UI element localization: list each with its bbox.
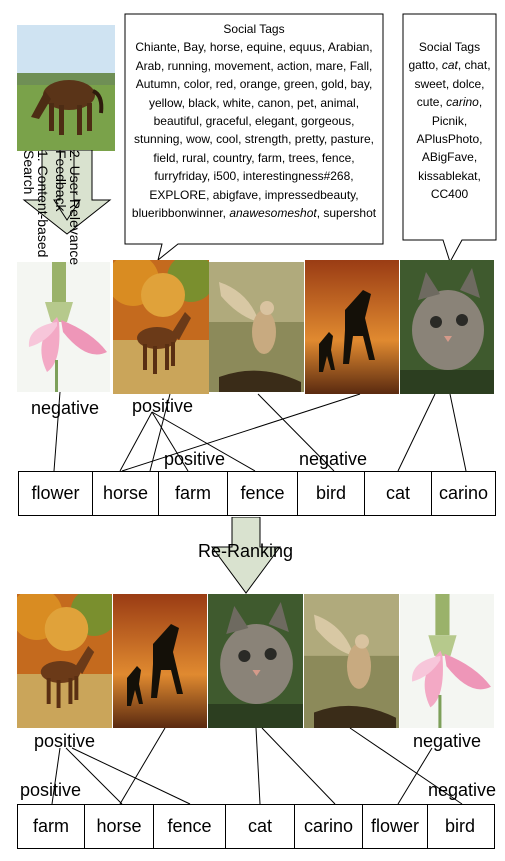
- tr-segment: carino: [446, 95, 479, 109]
- bottom-row-horse-autumn-image: [17, 594, 112, 728]
- tl-segment: anawesomeshot: [229, 206, 316, 220]
- tl-segment: , supershot: [317, 206, 376, 220]
- bottom-keyword-row: farm horse fence cat carino flower bird: [17, 804, 495, 849]
- bottom-row-kitten-image: [208, 594, 303, 728]
- top-keyword-row: flower horse farm fence bird cat carino: [18, 471, 496, 516]
- bottom-row-hawk-image: [304, 594, 399, 728]
- bottom-feedback-positive-farm: positive: [20, 780, 81, 801]
- arrow-label-content-search: 1. Content-based Search: [22, 150, 50, 270]
- top-keyword-carino[interactable]: carino: [432, 472, 495, 515]
- top-row-flower-image: [17, 262, 110, 392]
- top-left-tag-list: Chiante, Bay, horse, equine, equus, Arab…: [132, 40, 376, 220]
- top-right-tag-list: gatto, cat, chat, sweet, dolce, cute, ca…: [408, 58, 490, 201]
- top-feedback-negative-flower: negative: [31, 398, 99, 419]
- bottom-keyword-carino[interactable]: carino: [295, 805, 363, 848]
- bottom-row-horses-sunset-image: [113, 594, 207, 728]
- top-keyword-bird[interactable]: bird: [298, 472, 365, 515]
- top-feedback-negative-bird: negative: [299, 449, 367, 470]
- top-row-hawk-image: [209, 262, 304, 392]
- bottom-keyword-flower[interactable]: flower: [363, 805, 428, 848]
- top-keyword-horse[interactable]: horse: [93, 472, 159, 515]
- top-row-horse-autumn-image: [113, 260, 209, 394]
- tr-segment: cat: [442, 58, 458, 72]
- tr-segment: , Picnik, APlusPhoto, ABigFave, kissable…: [416, 95, 482, 201]
- top-left-tag-title: Social Tags: [128, 20, 380, 38]
- top-feedback-positive-horse: positive: [132, 396, 193, 417]
- bottom-row-flower-image: [400, 594, 494, 728]
- bottom-keyword-horse[interactable]: horse: [85, 805, 154, 848]
- bottom-keyword-farm[interactable]: farm: [18, 805, 85, 848]
- bottom-feedback-negative-flower: negative: [413, 731, 481, 752]
- bottom-feedback-negative-bird: negative: [428, 780, 496, 801]
- tr-segment: gatto,: [408, 58, 441, 72]
- bottom-keyword-fence[interactable]: fence: [154, 805, 226, 848]
- top-right-tag-title: Social Tags: [406, 38, 493, 56]
- bottom-keyword-bird[interactable]: bird: [428, 805, 492, 848]
- query-horse-image: [17, 25, 115, 151]
- top-right-tag-text: Social Tags gatto, cat, chat, sweet, dol…: [406, 38, 493, 204]
- bottom-keyword-cat[interactable]: cat: [226, 805, 295, 848]
- tl-segment: Chiante, Bay, horse, equine, equus, Arab…: [132, 40, 374, 220]
- arrow-label-relevance-feedback: 2. User Relevance Feedback: [54, 150, 82, 270]
- top-keyword-fence[interactable]: fence: [228, 472, 298, 515]
- bottom-feedback-positive-horse: positive: [34, 731, 95, 752]
- top-feedback-positive-farm: positive: [164, 449, 225, 470]
- top-keyword-farm[interactable]: farm: [159, 472, 228, 515]
- top-row-kitten-image: [400, 260, 494, 394]
- top-keyword-cat[interactable]: cat: [365, 472, 432, 515]
- reranking-label: Re-Ranking: [198, 541, 293, 562]
- top-row-horses-sunset-image: [305, 260, 399, 394]
- top-keyword-flower[interactable]: flower: [19, 472, 93, 515]
- top-left-tag-text: Social Tags Chiante, Bay, horse, equine,…: [128, 20, 380, 222]
